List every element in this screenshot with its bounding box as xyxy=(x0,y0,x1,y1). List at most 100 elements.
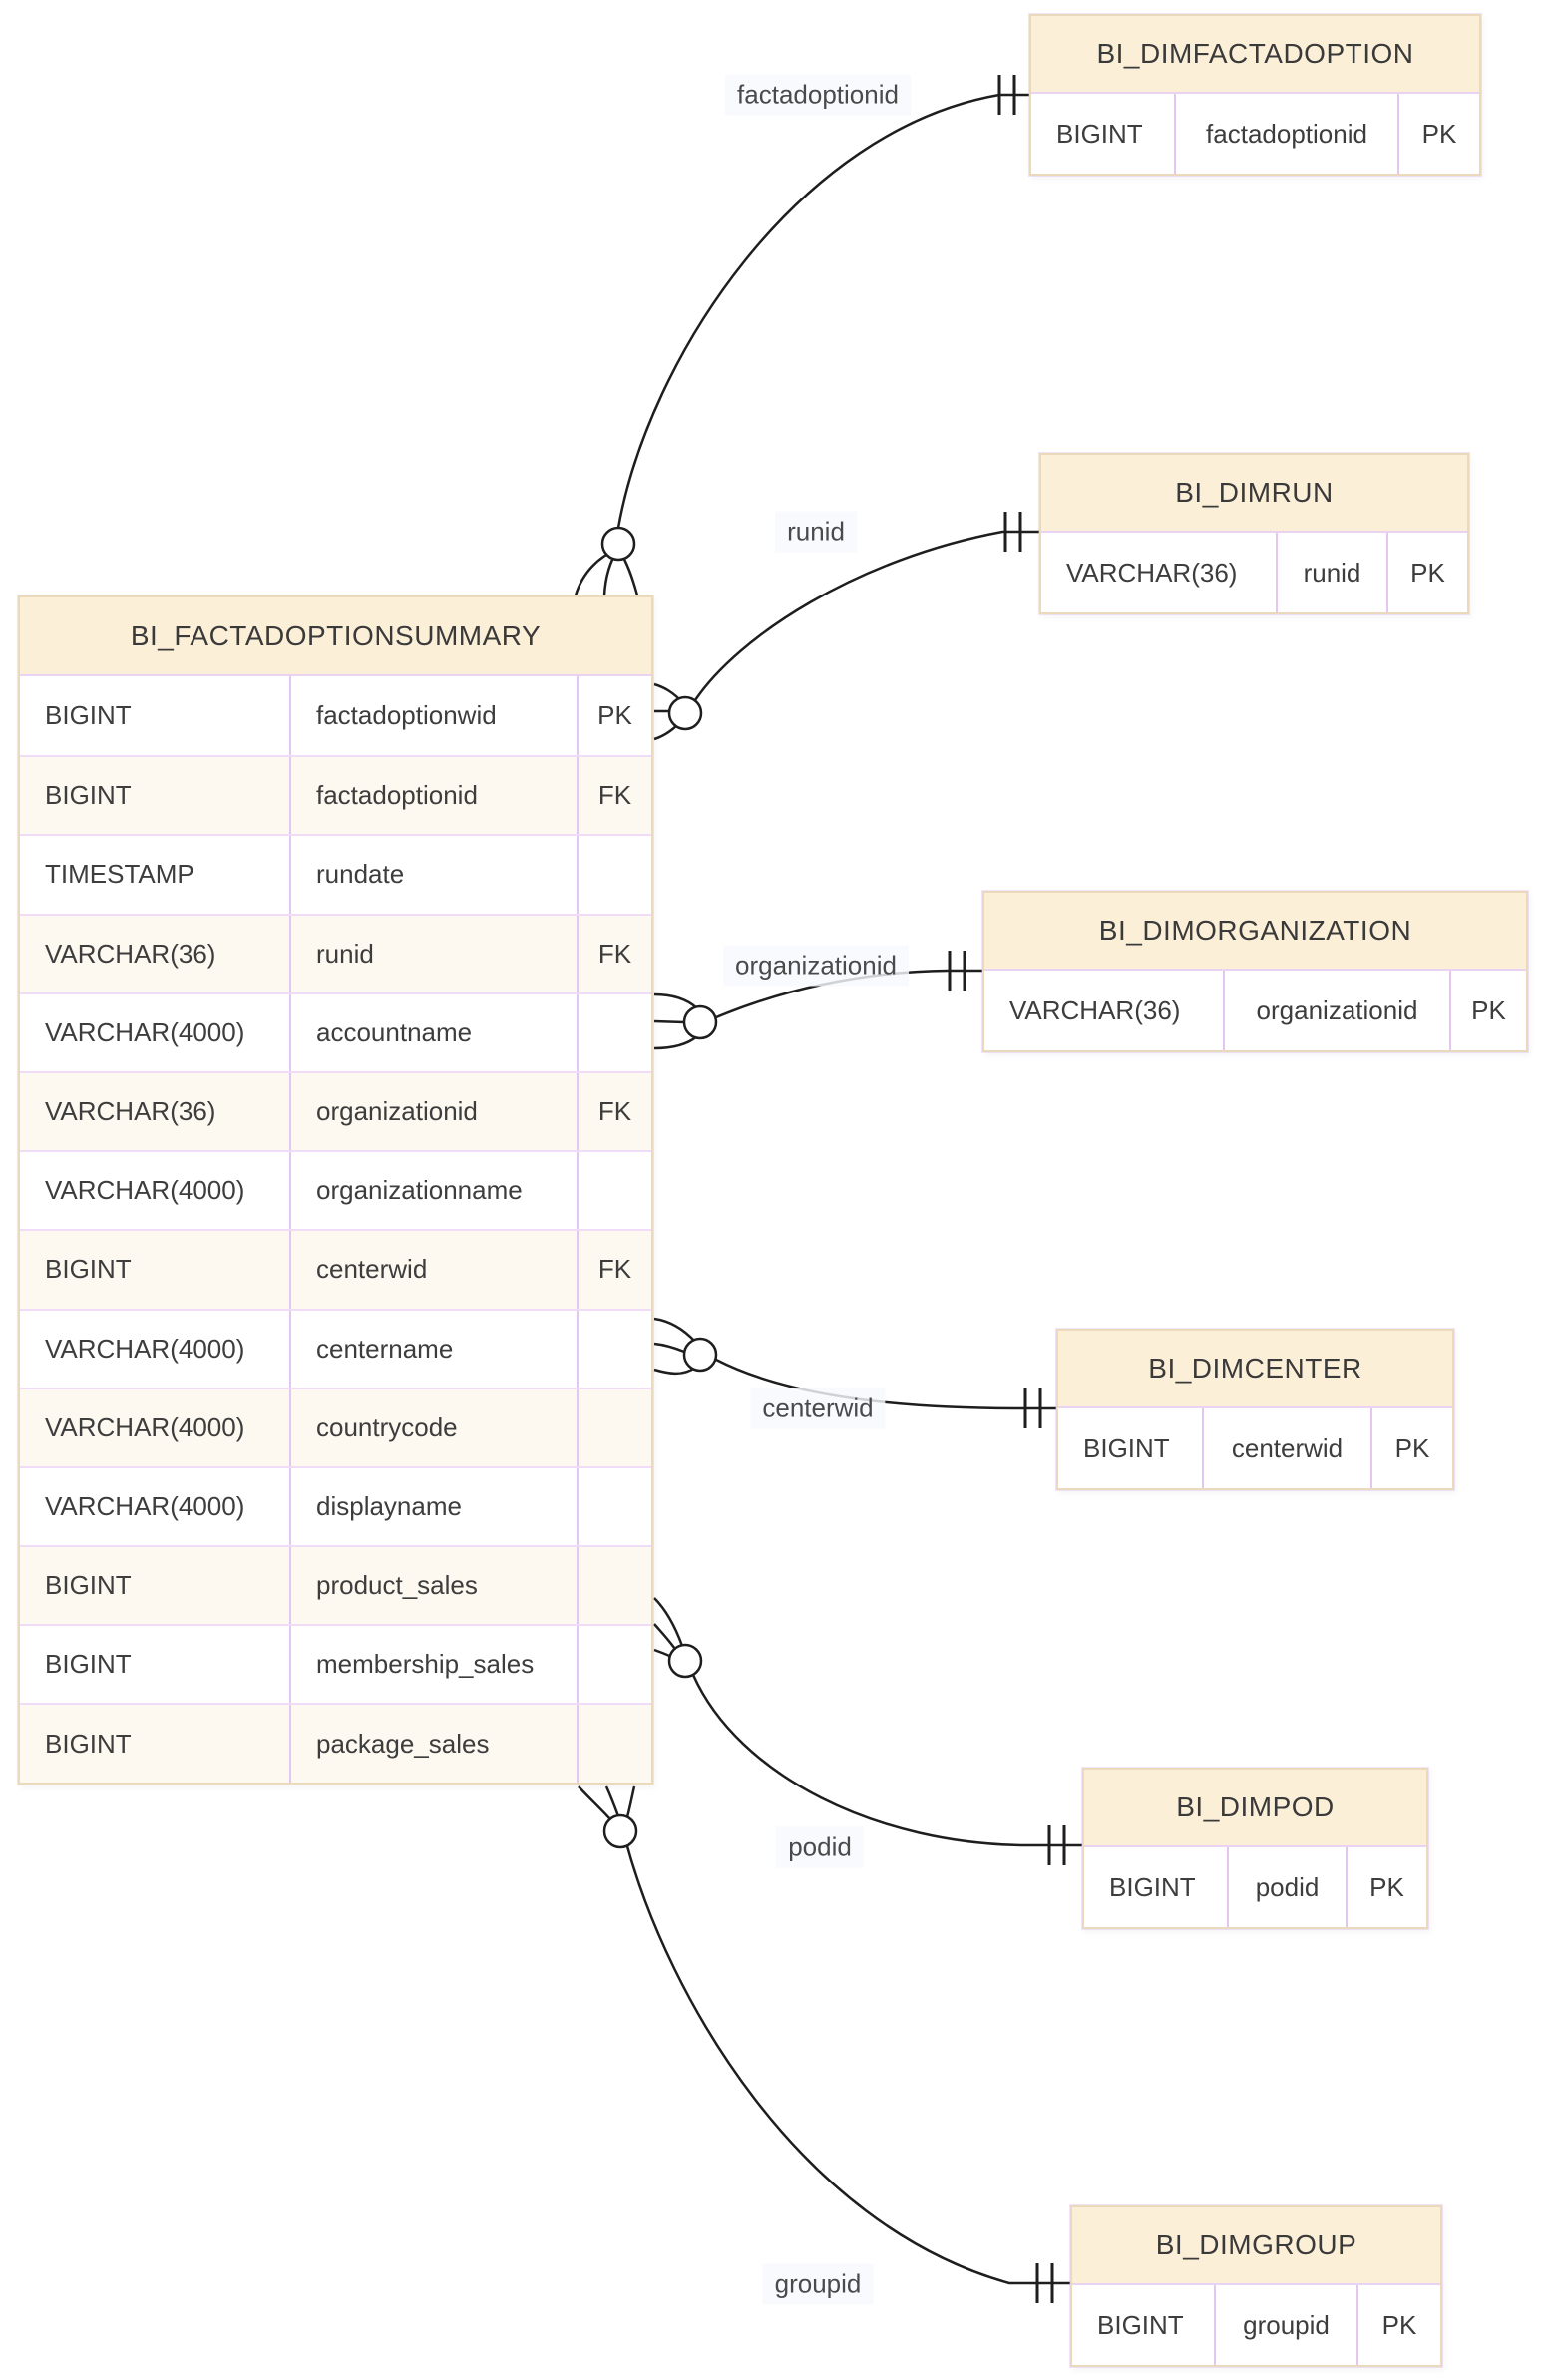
column-key-cell: PK xyxy=(1386,533,1467,612)
connector-runid[interactable] xyxy=(653,512,1039,741)
column-type-cell: BIGINT xyxy=(1056,118,1143,149)
table-row: TIMESTAMP rundate xyxy=(20,834,651,914)
column-type-cell: BIGINT xyxy=(1083,1432,1170,1463)
column-name-cell: runid xyxy=(1276,533,1386,612)
column-name-cell: factadoptionwid xyxy=(289,676,577,756)
column-key-cell xyxy=(577,1705,651,1783)
column-type-cell: VARCHAR(4000) xyxy=(45,1411,245,1442)
column-name-cell: organizationid xyxy=(289,1072,577,1151)
column-type-cell: BIGINT xyxy=(45,700,132,731)
column-key-cell xyxy=(577,1626,651,1704)
relationship-label-centerwid: centerwid xyxy=(750,1388,886,1429)
column-name-cell: displayname xyxy=(289,1467,577,1546)
column-name-cell: product_sales xyxy=(289,1547,577,1625)
relationship-label-factadoptionid: factadoptionid xyxy=(725,74,911,116)
column-name-cell: package_sales xyxy=(289,1705,577,1783)
column-key-cell xyxy=(577,1388,651,1466)
column-key-cell xyxy=(577,1467,651,1546)
column-key-cell: PK xyxy=(1449,971,1526,1050)
column-type-cell: VARCHAR(36) xyxy=(1066,557,1238,588)
column-name-cell: organizationid xyxy=(1223,971,1449,1050)
column-type-cell: VARCHAR(4000) xyxy=(45,1175,245,1206)
column-type-cell: BIGINT xyxy=(45,1254,132,1285)
table-title: BI_DIMPOD xyxy=(1084,1770,1426,1847)
column-key-cell xyxy=(577,993,651,1071)
column-name-cell: accountname xyxy=(289,993,577,1071)
relationship-label-organizationid: organizationid xyxy=(723,945,909,987)
column-name-cell: centerwid xyxy=(1202,1408,1370,1488)
column-key-cell: PK xyxy=(577,676,651,756)
column-type-cell: BIGINT xyxy=(1097,2309,1184,2340)
column-type-cell: BIGINT xyxy=(45,1649,132,1680)
column-type-cell: VARCHAR(36) xyxy=(45,938,216,969)
column-type-cell: VARCHAR(36) xyxy=(45,1096,216,1127)
relationship-label-runid: runid xyxy=(775,511,857,553)
column-key-cell: PK xyxy=(1356,2285,1440,2365)
connector-podid[interactable] xyxy=(653,1597,1082,1865)
column-key-cell xyxy=(577,836,651,914)
column-name-cell: centername xyxy=(289,1310,577,1388)
column-key-cell: FK xyxy=(577,1072,651,1151)
column-type-cell: VARCHAR(4000) xyxy=(45,1016,245,1047)
column-key-cell: PK xyxy=(1397,94,1479,174)
table-title: BI_DIMCENTER xyxy=(1058,1331,1452,1408)
column-name-cell: groupid xyxy=(1214,2285,1356,2365)
table-row: VARCHAR(4000) organizationname xyxy=(20,1150,651,1230)
column-name-cell: podid xyxy=(1227,1847,1346,1927)
column-name-cell: rundate xyxy=(289,836,577,914)
column-key-cell xyxy=(577,1547,651,1625)
column-key-cell xyxy=(577,1152,651,1230)
column-name-cell: runid xyxy=(289,915,577,992)
column-type-cell: BIGINT xyxy=(45,1570,132,1601)
column-name-cell: organizationname xyxy=(289,1152,577,1230)
column-name-cell: countrycode xyxy=(289,1388,577,1466)
table-row: VARCHAR(4000) displayname xyxy=(20,1465,651,1546)
table-title: BI_DIMGROUP xyxy=(1072,2207,1440,2285)
column-type-cell: VARCHAR(4000) xyxy=(45,1333,245,1364)
column-key-cell: PK xyxy=(1346,1847,1426,1927)
column-name-cell: factadoptionid xyxy=(1174,94,1397,174)
column-key-cell: PK xyxy=(1370,1408,1452,1488)
table-row: BIGINT package_sales xyxy=(20,1703,651,1783)
column-type-cell: TIMESTAMP xyxy=(45,859,194,890)
column-type-cell: VARCHAR(4000) xyxy=(45,1490,245,1521)
table-row: VARCHAR(4000) countrycode xyxy=(20,1387,651,1466)
column-key-cell: FK xyxy=(577,1231,651,1309)
table-row: BIGINT product_sales xyxy=(20,1545,651,1625)
column-key-cell xyxy=(577,1310,651,1388)
table-row: VARCHAR(4000) accountname xyxy=(20,992,651,1071)
table-title: BI_DIMRUN xyxy=(1041,455,1467,533)
column-type-cell: VARCHAR(36) xyxy=(1009,994,1181,1025)
connector-factadoptionid[interactable] xyxy=(574,75,1029,596)
table-row: VARCHAR(4000) centername xyxy=(20,1308,651,1388)
column-name-cell: factadoptionid xyxy=(289,757,577,835)
column-type-cell: BIGINT xyxy=(45,1728,132,1759)
column-name-cell: centerwid xyxy=(289,1231,577,1309)
column-type-cell: BIGINT xyxy=(1109,1871,1196,1902)
relationship-label-podid: podid xyxy=(776,1826,864,1868)
table-title: BI_DIMFACTADOPTION xyxy=(1031,16,1479,94)
table-title: BI_FACTADOPTIONSUMMARY xyxy=(20,597,651,676)
relationship-label-groupid: groupid xyxy=(762,2263,874,2305)
connector-groupid[interactable] xyxy=(578,1785,1070,2303)
